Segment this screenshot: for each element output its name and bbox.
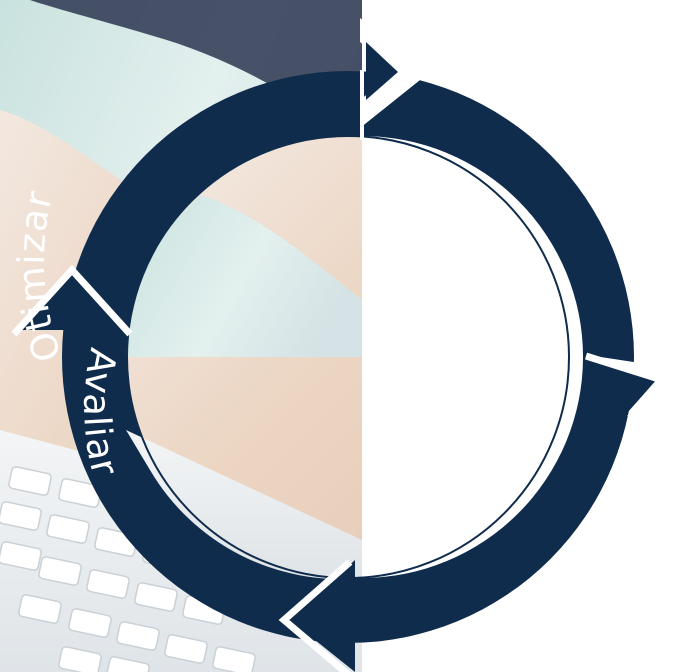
cycle-ring (11, 18, 673, 672)
arrow-head-bottom (278, 559, 353, 672)
arrow-head-right (594, 356, 673, 415)
step-label-avaliar: Avaliar (75, 345, 127, 481)
arrow-head-left (11, 264, 133, 337)
